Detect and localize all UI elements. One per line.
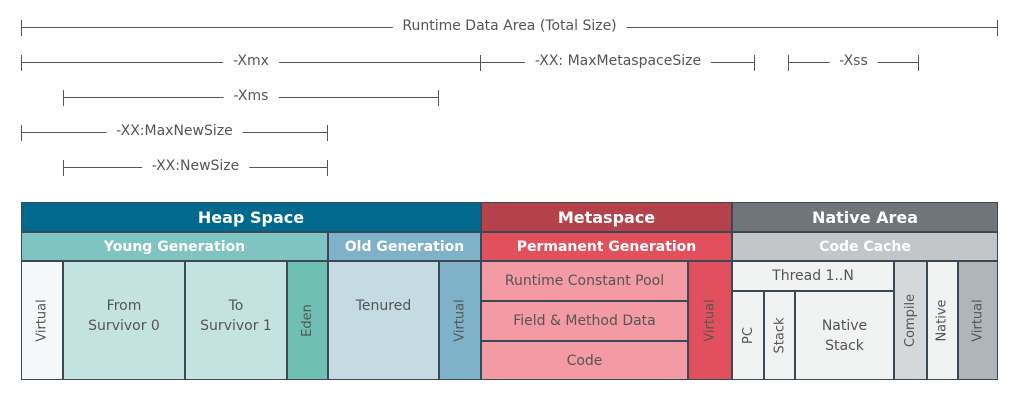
dim-xmx: -Xmx <box>21 48 481 78</box>
dim-runtime-label: Runtime Data Area (Total Size) <box>392 18 627 34</box>
native-area-header: Native Area <box>732 202 998 232</box>
thread-cell: Thread 1..N <box>732 261 894 291</box>
metaspace-title: Metaspace <box>557 207 656 227</box>
from-survivor-label: From Survivor 0 <box>88 298 160 334</box>
meta-virtual-label: Virtual <box>702 299 718 342</box>
compile-label: Compile <box>903 293 919 348</box>
native-stack-label: Native Stack <box>821 317 868 354</box>
code-cache-header: Code Cache <box>732 232 998 261</box>
field-method-data-label: Field & Method Data <box>513 313 656 329</box>
from-survivor-cell: From Survivor 0 <box>63 261 185 380</box>
dim-xss-label: -Xss <box>829 53 878 69</box>
field-method-data-cell: Field & Method Data <box>481 301 688 341</box>
code-cell: Code <box>481 341 688 380</box>
young-generation-title: Young Generation <box>103 238 246 255</box>
old-generation-title: Old Generation <box>344 238 465 255</box>
native-stack-cell: Native Stack <box>795 291 894 380</box>
native-area-title: Native Area <box>811 207 919 227</box>
heap-space-header: Heap Space <box>21 202 481 232</box>
thread-label: Thread 1..N <box>772 268 854 284</box>
dim-newsize-label: -XX:NewSize <box>141 158 250 174</box>
native-cell: Native <box>927 261 958 380</box>
runtime-constant-pool-cell: Runtime Constant Pool <box>481 261 688 301</box>
dim-xms-label: -Xms <box>223 88 279 104</box>
old-virtual-cell: Virtual <box>439 261 481 380</box>
dim-maxmeta-label: -XX: MaxMetaspaceSize <box>524 53 712 69</box>
dim-maxnew: -XX:MaxNewSize <box>21 118 328 148</box>
native-virtual-cell: Virtual <box>958 261 998 380</box>
runtime-constant-pool-label: Runtime Constant Pool <box>504 273 665 289</box>
heap-space-title: Heap Space <box>197 207 305 227</box>
tenured-label: Tenured <box>355 298 412 314</box>
old-virtual-label: Virtual <box>452 299 468 342</box>
stack-label: Stack <box>772 317 787 354</box>
native-label: Native <box>935 299 950 342</box>
compile-cell: Compile <box>894 261 927 380</box>
to-survivor-cell: To Survivor 1 <box>185 261 287 380</box>
pc-cell: PC <box>732 291 764 380</box>
heap-virtual-label: Virtual <box>34 299 50 342</box>
tenured-cell: Tenured <box>328 261 439 380</box>
dim-xmx-label: -Xmx <box>223 53 279 69</box>
dim-xss: -Xss <box>788 48 919 78</box>
young-generation-header: Young Generation <box>21 232 328 261</box>
stack-cell: Stack <box>764 291 795 380</box>
dim-xms: -Xms <box>63 83 439 113</box>
code-label: Code <box>566 352 603 369</box>
dim-newsize: -XX:NewSize <box>63 153 328 183</box>
eden-cell: Eden <box>287 261 328 380</box>
permanent-generation-header: Permanent Generation <box>481 232 732 261</box>
permanent-generation-title: Permanent Generation <box>516 238 697 255</box>
native-virtual-label: Virtual <box>970 299 986 342</box>
meta-virtual-cell: Virtual <box>688 261 732 380</box>
old-generation-header: Old Generation <box>328 232 481 261</box>
eden-label: Eden <box>299 304 315 337</box>
dim-maxmeta: -XX: MaxMetaspaceSize <box>481 48 755 78</box>
metaspace-header: Metaspace <box>481 202 732 232</box>
heap-virtual-cell: Virtual <box>21 261 63 380</box>
pc-label: PC <box>740 327 756 344</box>
code-cache-title: Code Cache <box>819 238 911 255</box>
dim-maxnew-label: -XX:MaxNewSize <box>106 123 243 139</box>
to-survivor-label: To Survivor 1 <box>200 298 272 334</box>
dim-runtime: Runtime Data Area (Total Size) <box>21 13 998 43</box>
